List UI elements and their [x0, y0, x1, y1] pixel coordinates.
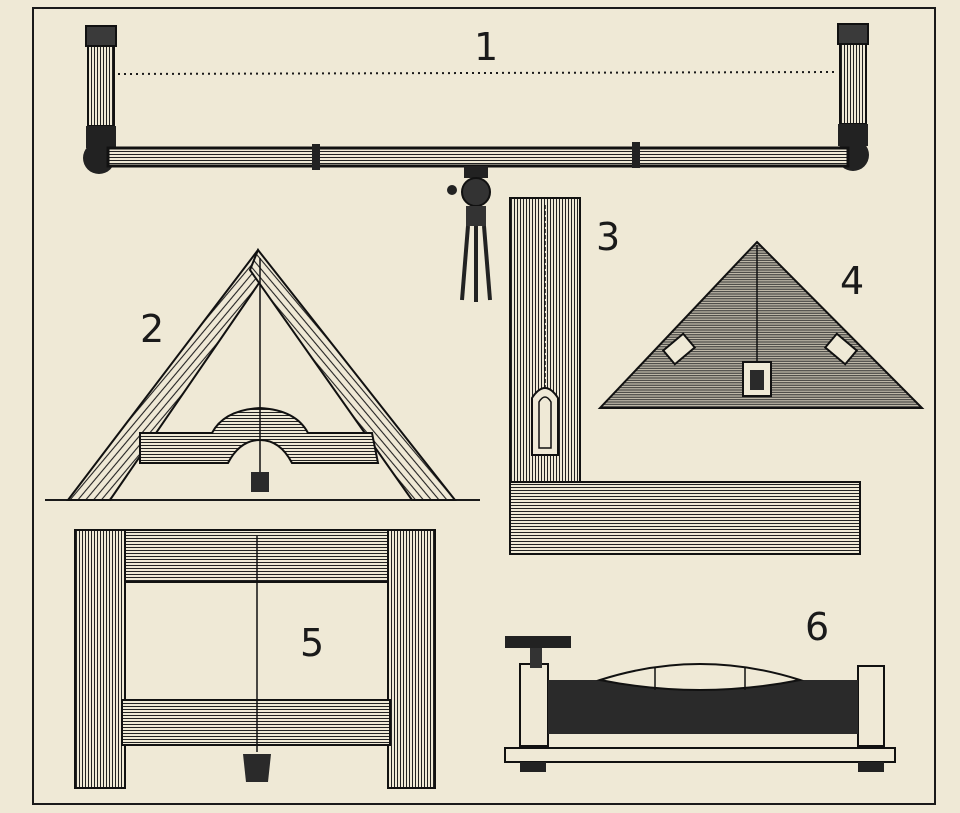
- carpenter-square-plumb-icon: [509, 197, 861, 555]
- figure-number-5: 5: [300, 621, 325, 665]
- frame-plumb-level-icon: [74, 529, 436, 789]
- triangular-plumb-level-icon: [597, 240, 925, 409]
- plate-border: [32, 7, 936, 805]
- figure-number-6: 6: [805, 605, 830, 649]
- figure-number-1: 1: [474, 25, 499, 69]
- figure-number-2: 2: [140, 307, 165, 351]
- a-frame-plumb-level-icon: [45, 248, 480, 501]
- figure-number-3: 3: [596, 215, 621, 259]
- water-level-icon: [83, 23, 869, 302]
- figure-number-4: 4: [840, 259, 865, 303]
- spirit-level-icon: [504, 636, 896, 772]
